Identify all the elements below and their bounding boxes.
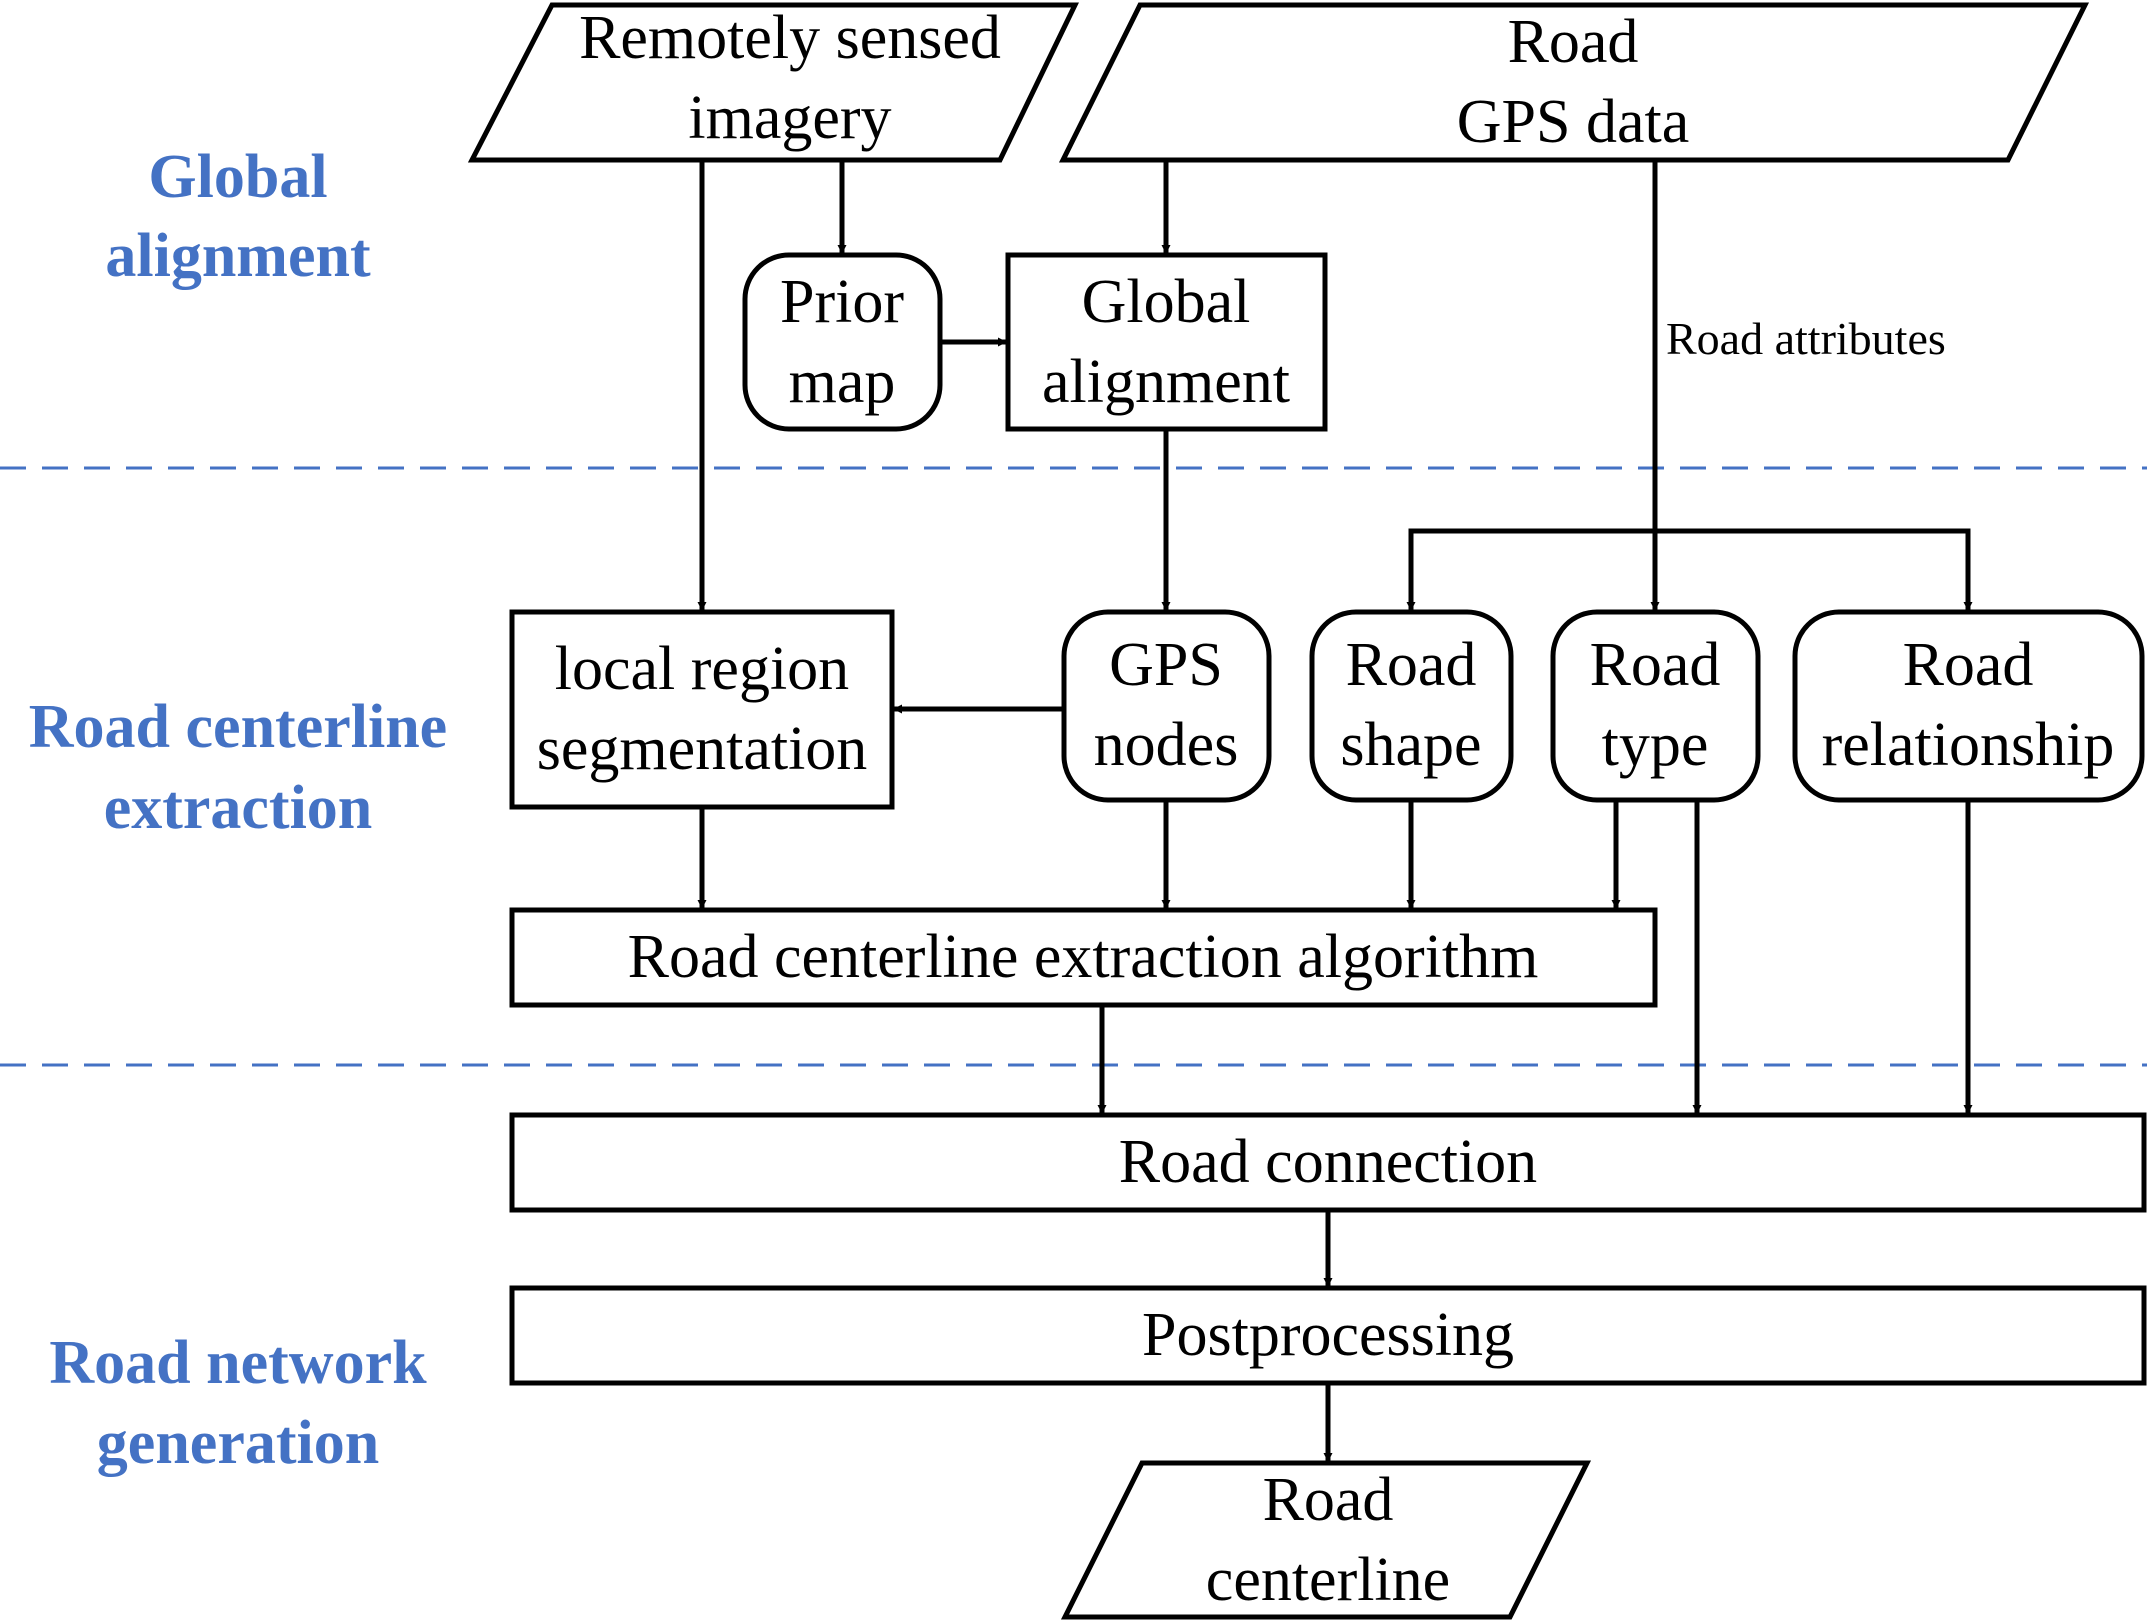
postprocessing-label: Postprocessing — [1142, 1301, 1514, 1369]
remote-imagery-node — [467, 2, 1079, 163]
local-region-segmentation-node — [509, 609, 895, 810]
global-alignment-label-line2: alignment — [1042, 348, 1290, 416]
remote-imagery-label-line2: imagery — [688, 84, 891, 152]
road-shape-label-line1: Road — [1346, 631, 1477, 699]
road-connection-node — [509, 1112, 2147, 1213]
road-shape-label-line2: shape — [1340, 711, 1481, 779]
section-label-road-network-generation-line1: Road network — [49, 1329, 427, 1397]
road-attributes-label: Road attributes — [1666, 313, 1946, 364]
road-connection-label: Road connection — [1119, 1128, 1537, 1196]
extraction-algorithm-label: Road centerline extraction algorithm — [628, 923, 1539, 991]
road-gps-data-label-line1: Road — [1508, 8, 1639, 76]
section-label-road-centerline-extraction-line2: extraction — [104, 774, 373, 842]
local-region-segmentation-label-line2: segmentation — [537, 715, 868, 783]
road-centerline-label-line1: Road — [1263, 1466, 1394, 1534]
remote-imagery-label-line1: Remotely sensed — [579, 4, 1001, 72]
connectors — [697, 160, 1973, 1462]
road-type-label-line1: Road — [1590, 631, 1721, 699]
prior-map-label-line1: Prior — [780, 268, 904, 336]
section-label-global-alignment-line2: alignment — [105, 222, 371, 290]
gps-nodes-label-line2: nodes — [1094, 711, 1239, 779]
gps-nodes-label-line1: GPS — [1109, 631, 1223, 699]
global-alignment-node — [1005, 252, 1328, 432]
section-label-road-centerline-extraction-line1: Road centerline — [29, 693, 447, 761]
road-relationship-label-line2: relationship — [1822, 711, 2115, 779]
extraction-algorithm-node — [509, 907, 1658, 1008]
local-region-segmentation-label-line1: local region — [555, 635, 849, 703]
road-attributes-branch — [1408, 528, 1971, 610]
section-label-road-network-generation-line2: generation — [97, 1409, 379, 1477]
prior-map-label-line2: map — [789, 348, 896, 416]
global-alignment-label-line1: Global — [1082, 268, 1251, 336]
section-label-global-alignment-line1: Global — [148, 143, 327, 211]
postprocessing-node — [509, 1285, 2147, 1386]
road-centerline-label-line2: centerline — [1206, 1546, 1450, 1614]
road-centerline-node — [1060, 1460, 1592, 1620]
road-type-label-line2: type — [1602, 711, 1709, 779]
road-relationship-label-line1: Road — [1903, 631, 2034, 699]
road-type-node — [1550, 609, 1761, 803]
road-gps-data-node — [1058, 2, 2090, 163]
road-gps-data-label-line2: GPS data — [1457, 88, 1690, 156]
